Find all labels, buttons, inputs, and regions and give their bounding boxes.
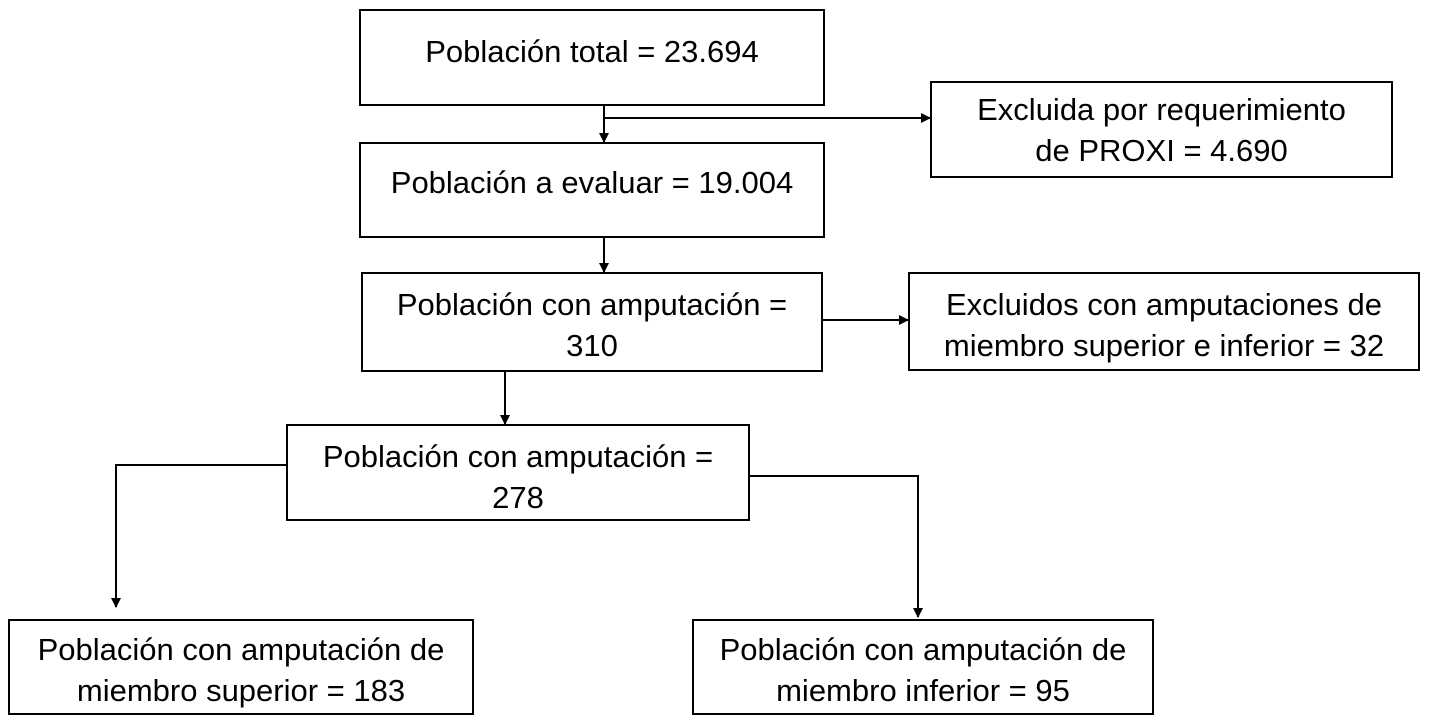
node-population-amputation-278-line-1: Población con amputación = [322, 439, 714, 474]
node-upper-limb-amputation: Población con amputación de miembro supe… [8, 619, 474, 715]
node-lower-limb-amputation: Población con amputación de miembro infe… [692, 619, 1154, 715]
node-lower-limb-amputation-line-2: miembro inferior = 95 [776, 673, 1070, 708]
edge-278-to-lower-limb [748, 475, 923, 618]
node-population-amputation-278-line-2: 278 [492, 480, 544, 515]
node-excluded-both-limbs: Excluidos con amputaciones de miembro su… [908, 272, 1420, 371]
node-excluded-proxi-line-1: Excluida por requerimiento [977, 92, 1346, 127]
node-population-to-evaluate-line-1: Población a evaluar = 19.004 [390, 165, 794, 200]
node-population-to-evaluate: Población a evaluar = 19.004 [359, 142, 825, 238]
node-population-total: Población total = 23.694 [359, 9, 825, 106]
node-upper-limb-amputation-line-2: miembro superior = 183 [76, 673, 406, 708]
node-population-amputation-310-line-1: Población con amputación = [396, 287, 788, 322]
node-population-total-line-1: Población total = 23.694 [425, 34, 759, 69]
node-excluded-both-limbs-line-1: Excluidos con amputaciones de [946, 287, 1382, 322]
node-lower-limb-amputation-line-1: Población con amputación de [719, 632, 1127, 667]
node-population-amputation-310-line-2: 310 [566, 328, 618, 363]
node-upper-limb-amputation-line-1: Población con amputación de [37, 632, 445, 667]
node-excluded-proxi: Excluida por requerimiento de PROXI = 4.… [930, 81, 1393, 178]
node-excluded-both-limbs-line-2: miembro superior e inferior = 32 [943, 328, 1385, 363]
node-excluded-proxi-line-2: de PROXI = 4.690 [1035, 133, 1288, 168]
edge-278-to-upper-limb [111, 464, 288, 608]
node-population-amputation-278: Población con amputación = 278 [286, 424, 750, 521]
node-population-amputation-310: Población con amputación = 310 [361, 272, 823, 372]
